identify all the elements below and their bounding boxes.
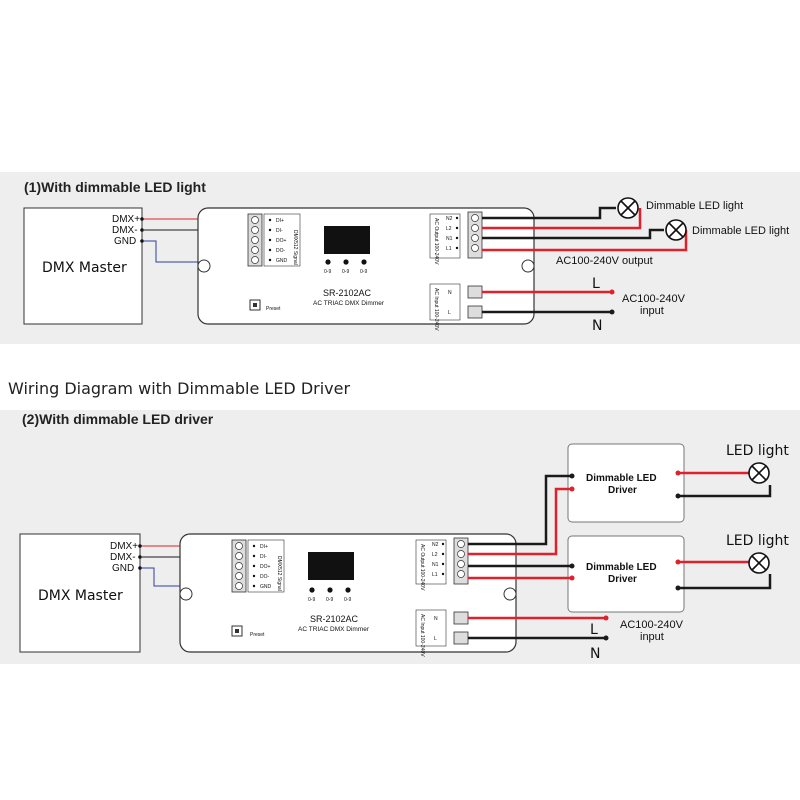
gnd-label-1: GND [114, 236, 136, 247]
driver2-line1: Dimmable LED [586, 562, 657, 573]
gnd-label-2: GND [112, 563, 134, 574]
svg-text:N: N [448, 290, 452, 296]
section1-heading: (1)With dimmable LED light [24, 179, 206, 195]
out-wire-n1-1 [482, 228, 664, 240]
n-label-2: N [590, 646, 600, 662]
led-light-label-1: LED light [726, 443, 789, 459]
driver1-line2: Driver [608, 485, 637, 496]
svg-text:0-9: 0-9 [344, 597, 351, 603]
svg-text:AC Output 100-240V: AC Output 100-240V [433, 218, 439, 265]
svg-text:AC Input 100-240V: AC Input 100-240V [419, 614, 425, 657]
svg-text:N2: N2 [446, 216, 453, 222]
svg-text:DMX512 Signal: DMX512 Signal [276, 556, 282, 591]
dmx-master-box-2 [19, 533, 141, 653]
lamp-label-2: Dimmable LED light [692, 225, 789, 237]
middle-title: Wiring Diagram with Dimmable LED Driver [8, 379, 350, 398]
driver1-n-wire [468, 474, 572, 546]
l-label-2: L [590, 622, 598, 638]
dmx-master-label-1: DMX Master [42, 260, 127, 276]
dmx-minus-label-1: DMX- [112, 225, 138, 236]
device-model-2: SR-2102AC [310, 614, 359, 624]
dmx-minus-label-2: DMX- [110, 552, 136, 563]
input-label-2b: input [640, 631, 664, 643]
svg-text:DMX512 Signal: DMX512 Signal [292, 230, 298, 265]
svg-text:0-9: 0-9 [308, 597, 315, 603]
led2-minus-wire [678, 574, 772, 590]
svg-text:AC Output 100-240V: AC Output 100-240V [419, 544, 425, 591]
led-light-icon-2 [748, 552, 770, 574]
l-label-1: L [592, 276, 600, 292]
display-2 [308, 552, 354, 580]
svg-text:DI+: DI+ [276, 218, 284, 224]
output-label-1: AC100-240V output [556, 255, 653, 267]
input-label-1b: input [640, 305, 664, 317]
dmx-plus-label-1: DMX+ [112, 214, 140, 225]
lamp-icon-1 [617, 197, 639, 219]
svg-text:0-9: 0-9 [324, 269, 331, 275]
device-desc-2: AC TRIAC DMX Dimmer [298, 626, 370, 633]
svg-text:L2: L2 [432, 552, 438, 558]
svg-text:DO+: DO+ [260, 564, 271, 570]
led-driver-1 [567, 443, 685, 523]
led-light-icon-1 [748, 462, 770, 484]
svg-text:N1: N1 [446, 236, 453, 242]
svg-text:L2: L2 [446, 226, 452, 232]
out-wire-l2-1 [482, 208, 642, 230]
led-light-label-2: LED light [726, 533, 789, 549]
svg-text:L1: L1 [446, 246, 452, 252]
svg-text:DI+: DI+ [260, 544, 268, 550]
driver1-line1: Dimmable LED [586, 473, 657, 484]
device-desc-1: AC TRIAC DMX Dimmer [313, 300, 385, 307]
svg-text:N2: N2 [432, 542, 439, 548]
svg-text:N1: N1 [432, 562, 439, 568]
svg-text:0-9: 0-9 [342, 269, 349, 275]
preset-label-1: Preset [266, 306, 281, 312]
svg-text:DO+: DO+ [276, 238, 287, 244]
svg-text:DI-: DI- [260, 554, 267, 560]
out-wire-n2-1 [482, 206, 616, 220]
input-label-1a: AC100-240V [622, 293, 686, 305]
device-model-1: SR-2102AC [323, 288, 372, 298]
svg-text:L: L [434, 636, 437, 642]
display-1 [324, 226, 370, 254]
svg-text:0-9: 0-9 [360, 269, 367, 275]
svg-text:0-9: 0-9 [326, 597, 333, 603]
driver1-l-wire [468, 487, 572, 556]
svg-text:N: N [434, 616, 438, 622]
svg-text:GND: GND [260, 584, 272, 590]
svg-text:L: L [448, 310, 451, 316]
n-label-1: N [592, 318, 602, 334]
svg-text:AC Input 100-240V: AC Input 100-240V [433, 288, 439, 331]
input-label-2a: AC100-240V [620, 619, 684, 631]
svg-text:DO-: DO- [260, 574, 270, 580]
svg-text:L1: L1 [432, 572, 438, 578]
preset-label-2: Preset [250, 632, 265, 638]
dmx-plus-label-2: DMX+ [110, 541, 138, 552]
lamp-icon-2 [665, 219, 687, 241]
section2-heading: (2)With dimmable LED driver [22, 411, 214, 427]
led-driver-2 [567, 535, 685, 613]
dmx-master-box-1 [23, 207, 143, 325]
svg-text:DI-: DI- [276, 228, 283, 234]
svg-text:GND: GND [276, 258, 288, 264]
svg-text:DO-: DO- [276, 248, 286, 254]
dmx-master-label-2: DMX Master [38, 588, 123, 604]
led1-minus-wire [678, 485, 772, 498]
out-wire-l1-1 [482, 230, 688, 252]
lamp-label-1: Dimmable LED light [646, 200, 743, 212]
driver2-line2: Driver [608, 574, 637, 585]
